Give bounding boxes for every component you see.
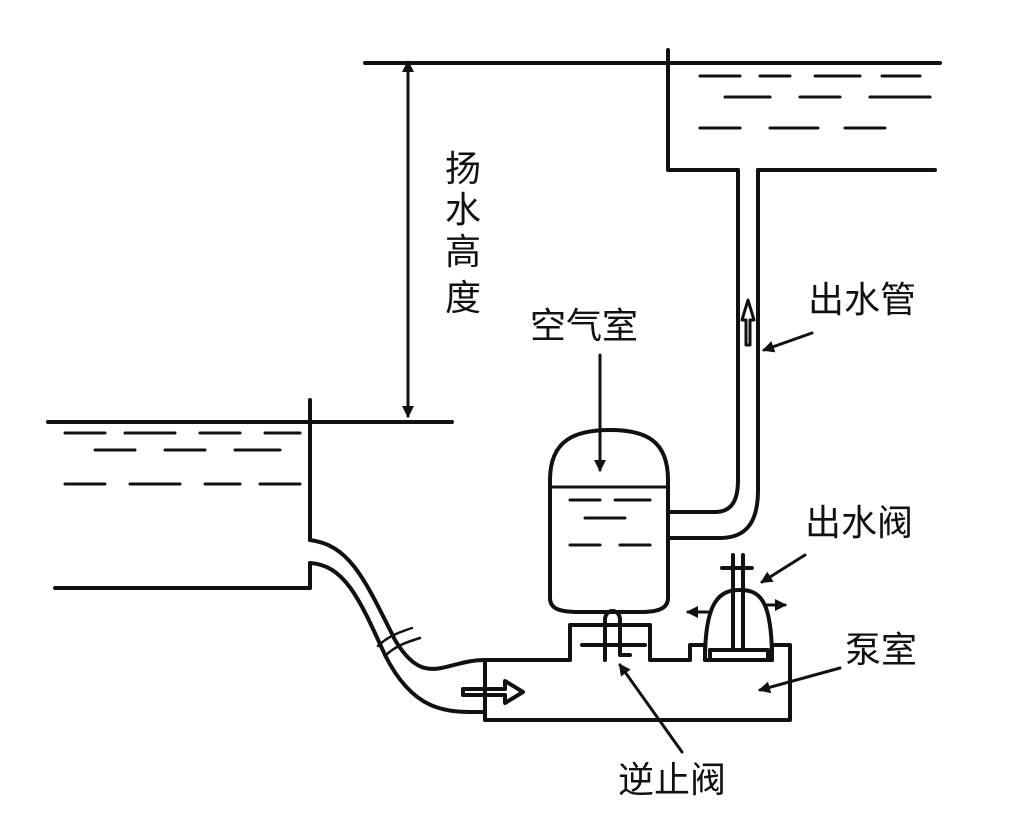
lift-height-label-char-3: 高 [445,232,481,273]
outlet-pipe-inner-wall [666,168,740,514]
air-chamber-vessel [548,428,670,614]
source-water-ripples [63,431,302,486]
drive-pipe-lower-wall [308,561,487,715]
check-valve-stem [603,609,632,662]
outlet-valve-disc [708,648,770,662]
upper-water-ripples [698,74,932,130]
drive-pipe-upper-wall [308,538,487,671]
outlet-valve-label: 出水阀 [805,503,913,544]
outlet-pipe-leader [762,331,814,353]
source-tank [46,398,314,590]
pump-chamber: 泵室 [461,623,917,722]
lift-height-dimension: 扬 水 高 度 [310,60,481,424]
check-valve: 逆止阀 [580,609,726,801]
outlet-valve: 出水阀 [686,503,913,662]
pump-chamber-leader [758,666,842,694]
flow-direction-arrow-icon [461,679,525,705]
upper-reservoir [363,48,942,172]
upward-flow-arrow-icon [740,298,756,347]
drive-pipe [308,538,487,715]
lift-height-label-char-1: 扬 [445,149,481,190]
pump-chamber-label: 泵室 [845,630,917,671]
outlet-pipe-outer-wall [666,168,760,540]
upper-tank-wall-left [666,48,740,172]
pipe-break-mark-2 [383,636,422,658]
air-chamber: 空气室 [530,306,670,614]
air-chamber-water-ripples [568,498,652,547]
pipe-break-mark-1 [376,626,414,648]
check-valve-label: 逆止阀 [618,760,726,801]
lift-height-label-char-4: 度 [445,278,481,319]
lift-height-label-char-2: 水 [445,190,481,231]
outlet-pipe-label: 出水管 [808,280,916,321]
outlet-valve-bonnet [703,588,774,662]
check-valve-leader [618,663,684,754]
outlet-pipe: 出水管 [666,168,916,540]
air-chamber-label: 空气室 [530,306,638,347]
outlet-valve-leader [760,553,807,584]
